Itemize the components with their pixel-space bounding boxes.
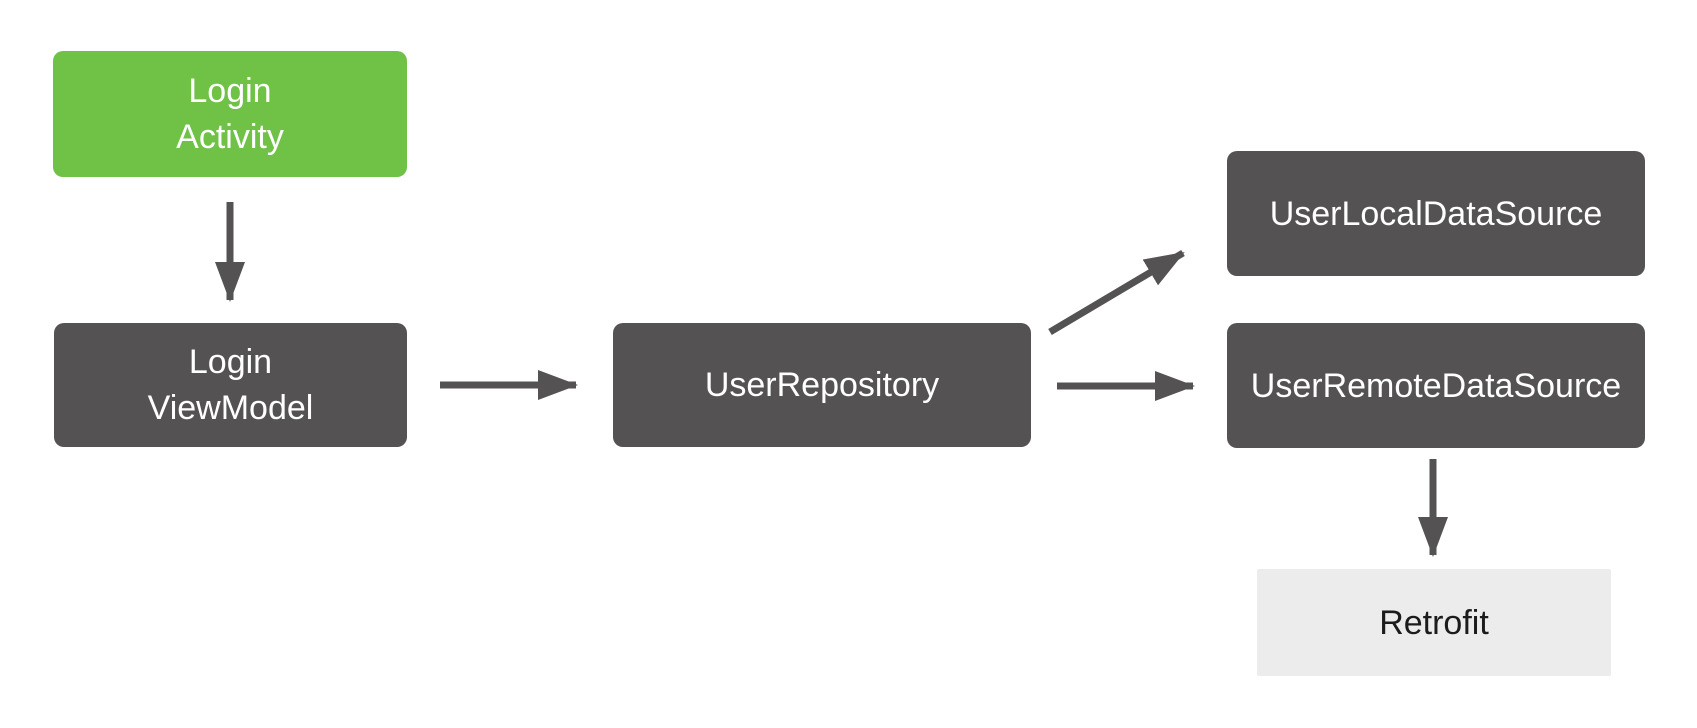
node-user-remote-data-source-label: UserRemoteDataSource — [1250, 366, 1622, 405]
node-retrofit-label: Retrofit — [1379, 603, 1489, 642]
node-login-activity: Login Activity — [53, 51, 407, 177]
node-login-activity-label: Login Activity — [176, 72, 284, 156]
node-user-local-data-source: UserLocalDataSource — [1227, 151, 1645, 276]
node-retrofit: Retrofit — [1257, 569, 1611, 676]
node-user-local-data-source-label: UserLocalDataSource — [1269, 194, 1603, 233]
node-user-remote-data-source: UserRemoteDataSource — [1227, 323, 1645, 448]
node-user-repository: UserRepository — [613, 323, 1031, 447]
node-login-viewmodel: Login ViewModel — [54, 323, 407, 447]
node-user-repository-label: UserRepository — [704, 366, 940, 404]
node-login-viewmodel-label: Login ViewModel — [147, 343, 314, 427]
arrow-user-repository-to-user-local-data-source — [1048, 249, 1185, 336]
